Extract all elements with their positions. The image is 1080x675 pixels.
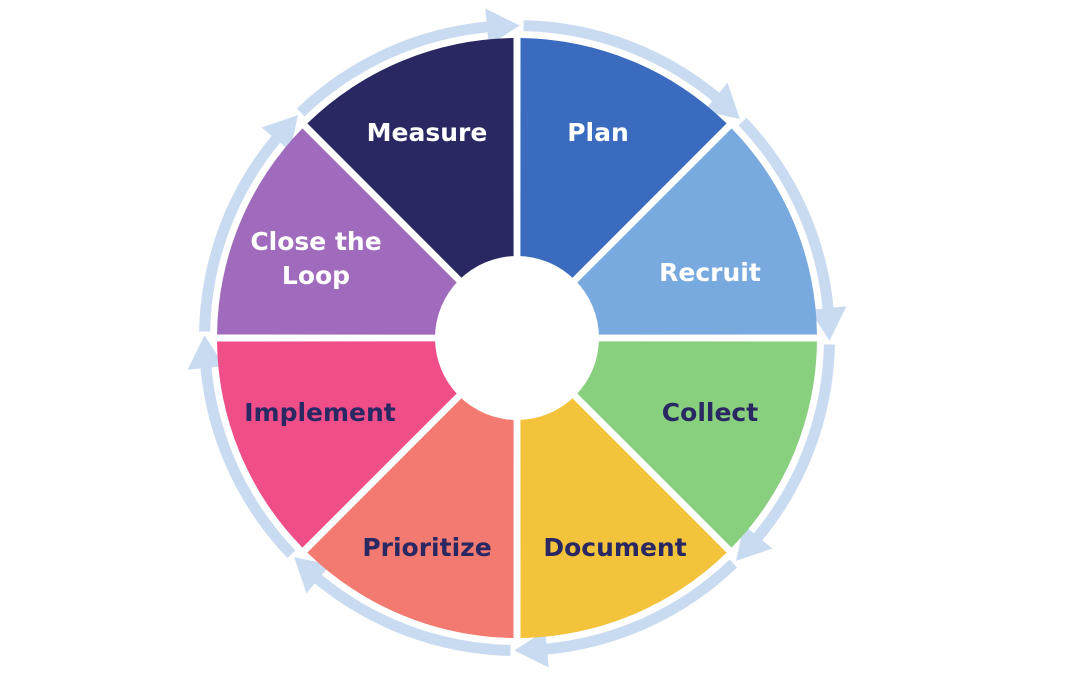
segment-label: Recruit [659,258,761,287]
arrow-band [543,559,738,655]
segment-label: Measure [367,118,488,147]
segment-label: Document [543,533,686,562]
center-hole [435,256,599,420]
segment-document [520,396,727,638]
arrow-head-icon [736,525,773,561]
arrow-ring [187,8,847,668]
arrow-band [296,21,491,117]
arrow-band [752,344,835,543]
segment-label: Implement [244,398,396,427]
segment-label: Plan [567,118,629,147]
segment-label-line: Document [543,533,686,562]
arrow-head-icon [261,115,298,151]
segment-label-line: Collect [662,398,758,427]
arrow-head-icon [514,630,549,668]
segment-label-line: Plan [567,118,629,147]
arrow-band [523,20,722,103]
arrow-head-icon [294,557,330,594]
segment-collect [575,341,817,548]
arrow-band [200,364,296,559]
arrow-band [738,117,834,312]
segment-label-line: Prioritize [362,533,491,562]
arrow-head-icon [809,306,847,341]
arrow-band [199,133,282,332]
segment-label: Collect [662,398,758,427]
segment-measure [307,38,514,280]
segment-label-line: Loop [282,261,350,290]
segment-label-line: Recruit [659,258,761,287]
arrow-head-icon [485,8,520,46]
arrow-head-icon [187,335,225,370]
segment-label: Prioritize [362,533,491,562]
segment-implement [217,341,459,548]
segment-label-line: Implement [244,398,396,427]
segment-prioritize [307,396,514,638]
segments [217,38,817,638]
segment-close-the-loop [217,128,459,335]
segment-plan [520,38,727,280]
segment-recruit [575,128,817,335]
segment-label-line: Measure [367,118,488,147]
arrow-band [312,573,511,656]
arrow-head-icon [704,82,740,119]
segment-label-line: Close the [250,227,381,256]
